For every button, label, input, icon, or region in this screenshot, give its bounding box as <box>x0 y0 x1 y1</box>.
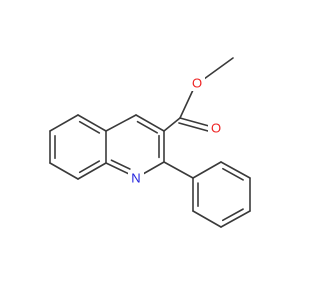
bond-carbonyl-double-2 <box>178 122 209 132</box>
bond-phenyl-6 <box>192 161 222 179</box>
bond-carbonyl-double-1 <box>179 117 210 127</box>
bond-methyl-oxygen <box>203 57 234 80</box>
ester-oxygen-label-bg <box>189 75 205 91</box>
bond-c8a-n <box>105 162 130 175</box>
bond-oxygen-carbonyl-carbon <box>179 89 194 119</box>
bonds <box>49 57 251 228</box>
bond-c4-c4a <box>105 114 137 132</box>
bond-c4a-c5-inner <box>78 120 101 134</box>
bond-c3-c4 <box>135 114 165 132</box>
bond-c3-c4-inner <box>136 120 158 134</box>
bond-c8a-n-inner <box>110 159 131 170</box>
bond-c4a-c5 <box>77 114 107 132</box>
bond-phenyl-2 <box>192 210 222 228</box>
bond-phenyl-5-inner <box>222 167 244 181</box>
carbonyl-oxygen-label-bg <box>208 120 224 136</box>
bond-c8-c8a-inner <box>78 160 101 174</box>
bond-carbonyl-c3 <box>163 117 181 132</box>
bond-c2-phenyl <box>163 161 194 179</box>
bond-phenyl-5 <box>220 161 251 179</box>
nitrogen-atom-label: N <box>131 171 140 186</box>
bond-c5-c6 <box>49 114 79 132</box>
bond-n-c2 <box>142 161 165 175</box>
nitrogen-label-bg <box>128 170 144 186</box>
molecule-structure: N O O <box>49 57 251 228</box>
bond-phenyl-3-inner <box>221 208 244 222</box>
bond-phenyl-3 <box>220 210 251 228</box>
bond-c8-c8a <box>77 162 107 180</box>
bond-c7-c8 <box>49 162 79 180</box>
carbonyl-oxygen-atom-label: O <box>211 121 221 136</box>
ester-oxygen-atom-label: O <box>192 76 202 91</box>
